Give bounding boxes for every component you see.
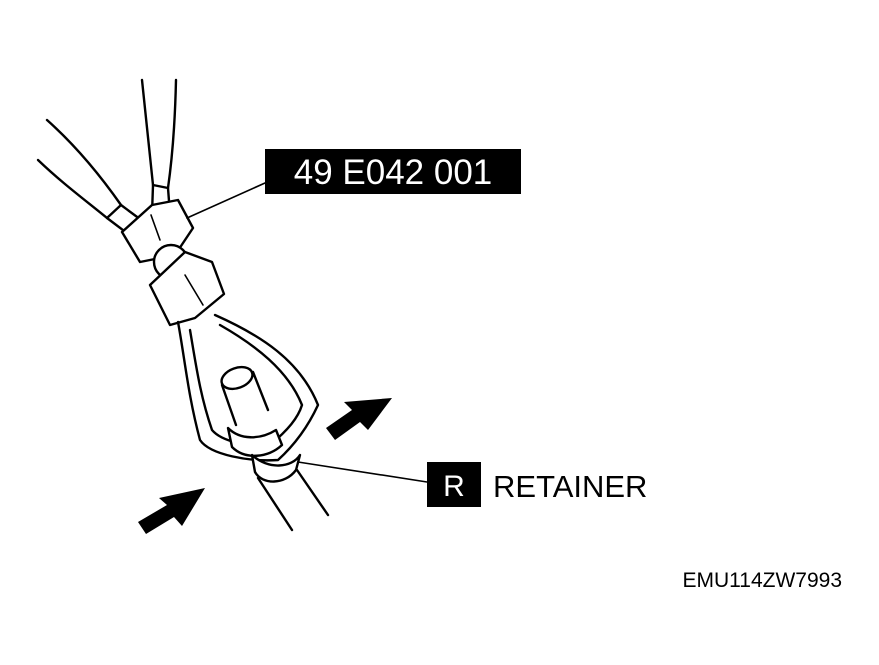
shaft: [256, 468, 330, 532]
tool-leader-line: [186, 182, 266, 219]
figure-code: EMU114ZW7993: [682, 569, 842, 592]
tool-number-text: 49 E042 001: [294, 153, 493, 192]
retainer-leader-line: [297, 461, 428, 483]
press-arrow-icon: [138, 398, 392, 534]
part-label-text: RETAINER: [493, 469, 647, 504]
pliers-pivot: [120, 198, 226, 327]
part-label: R RETAINER: [427, 462, 647, 507]
part-marker-text: R: [443, 470, 465, 503]
tool-number-label: 49 E042 001: [265, 149, 521, 194]
